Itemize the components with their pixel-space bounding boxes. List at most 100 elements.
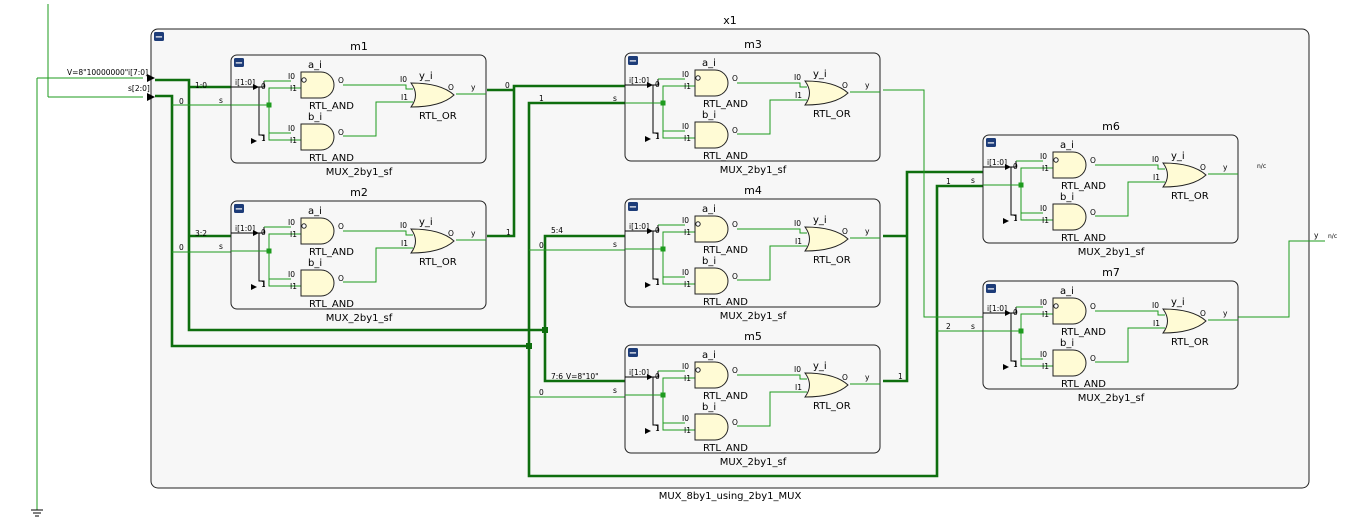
svg-text:1: 1 — [1013, 214, 1018, 223]
input-port-net[interactable] — [31, 4, 143, 517]
top-level-nets[interactable] — [155, 78, 1325, 478]
module-collapse-button[interactable]: − — [234, 58, 244, 69]
svg-text:I0: I0 — [794, 219, 801, 228]
module-m2[interactable]: m2MUX_2by1_sf−i[1:0]s01ya_iI0I1ORTL_ANDb… — [219, 186, 487, 324]
module-collapse-button[interactable]: − — [628, 56, 638, 67]
module-box[interactable] — [624, 344, 881, 454]
module-instance-label: m7 — [1102, 266, 1120, 279]
module-m7[interactable]: m7MUX_2by1_sf−i[1:0]s01ya_iI0I1ORTL_ANDb… — [971, 266, 1239, 404]
module-box[interactable] — [230, 54, 487, 164]
svg-text:b_i: b_i — [308, 258, 322, 269]
module-box[interactable] — [982, 134, 1239, 244]
svg-text:a_i: a_i — [308, 60, 322, 71]
minus-icon: − — [235, 58, 243, 69]
input-port-arrows — [147, 74, 155, 101]
svg-text:a_i: a_i — [702, 350, 716, 361]
svg-text:I1: I1 — [290, 230, 297, 239]
svg-text:O: O — [842, 227, 848, 236]
svg-text:b_i: b_i — [702, 256, 716, 267]
svg-text:i[1:0]: i[1:0] — [629, 368, 649, 377]
svg-text:O: O — [338, 274, 344, 283]
svg-text:O: O — [1090, 156, 1096, 165]
module-collapse-button[interactable]: − — [986, 284, 996, 295]
svg-text:RTL_AND: RTL_AND — [703, 297, 748, 308]
svg-text:y: y — [471, 229, 476, 238]
svg-text:y: y — [865, 81, 870, 90]
svg-text:1: 1 — [261, 134, 266, 143]
svg-text:RTL_OR: RTL_OR — [419, 111, 457, 122]
module-m1[interactable]: m1MUX_2by1_sf−i[1:0]s01ya_iI0I1ORTL_ANDb… — [219, 40, 487, 178]
svg-text:y_i: y_i — [1171, 297, 1185, 308]
module-collapse-button[interactable]: − — [986, 138, 996, 149]
internal-wires — [625, 370, 880, 434]
svg-text:I0: I0 — [288, 218, 295, 227]
module-box[interactable] — [982, 280, 1239, 390]
svg-text:I0: I0 — [1040, 298, 1047, 307]
module-collapse-button[interactable]: − — [628, 202, 638, 213]
module-box[interactable] — [230, 200, 487, 310]
svg-text:0: 0 — [539, 388, 544, 397]
svg-text:O: O — [1090, 302, 1096, 311]
svg-text:RTL_AND: RTL_AND — [1061, 379, 1106, 390]
module-collapse-button[interactable]: − — [234, 204, 244, 215]
module-m4[interactable]: m4MUX_2by1_sf−i[1:0]s01ya_iI0I1ORTL_ANDb… — [613, 184, 881, 322]
svg-text:RTL_AND: RTL_AND — [703, 391, 748, 402]
svg-text:i[1:0]: i[1:0] — [629, 76, 649, 85]
svg-text:I0: I0 — [682, 414, 689, 423]
svg-text:O: O — [448, 229, 454, 238]
minus-icon: − — [629, 348, 637, 359]
module-m3[interactable]: m3MUX_2by1_sf−i[1:0]s01ya_iI0I1ORTL_ANDb… — [613, 38, 881, 176]
svg-text:0: 0 — [261, 82, 266, 91]
svg-text:I0: I0 — [288, 72, 295, 81]
svg-text:RTL_AND: RTL_AND — [703, 443, 748, 454]
svg-text:s: s — [219, 96, 223, 105]
module-collapse-button[interactable]: − — [628, 348, 638, 359]
module-box[interactable] — [624, 52, 881, 162]
top-collapse-button[interactable]: − — [154, 32, 164, 43]
const-value-label: V=8"10000000" — [67, 68, 128, 77]
svg-text:O: O — [1090, 208, 1096, 217]
module-instance-label: m2 — [350, 186, 368, 199]
module-type-label: MUX_2by1_sf — [326, 167, 393, 178]
svg-text:a_i: a_i — [308, 206, 322, 217]
svg-text:i[1:0]: i[1:0] — [629, 222, 649, 231]
module-m6[interactable]: m6MUX_2by1_sf−i[1:0]s01ya_iI0I1ORTL_ANDb… — [971, 120, 1239, 258]
svg-text:I1: I1 — [795, 237, 802, 246]
module-box[interactable] — [624, 198, 881, 308]
module-m5[interactable]: m5MUX_2by1_sf−i[1:0]s01ya_iI0I1ORTL_ANDb… — [613, 330, 881, 468]
internal-wires — [625, 224, 880, 288]
svg-text:RTL_OR: RTL_OR — [813, 109, 851, 120]
svg-text:I0: I0 — [1040, 350, 1047, 359]
svg-text:I1: I1 — [401, 93, 408, 102]
svg-text:I0: I0 — [400, 221, 407, 230]
svg-text:0: 0 — [539, 241, 544, 250]
svg-text:RTL_AND: RTL_AND — [309, 101, 354, 112]
svg-text:I0: I0 — [288, 270, 295, 279]
svg-text:O: O — [338, 76, 344, 85]
svg-text:1: 1 — [655, 278, 660, 287]
svg-text:a_i: a_i — [1060, 286, 1074, 297]
